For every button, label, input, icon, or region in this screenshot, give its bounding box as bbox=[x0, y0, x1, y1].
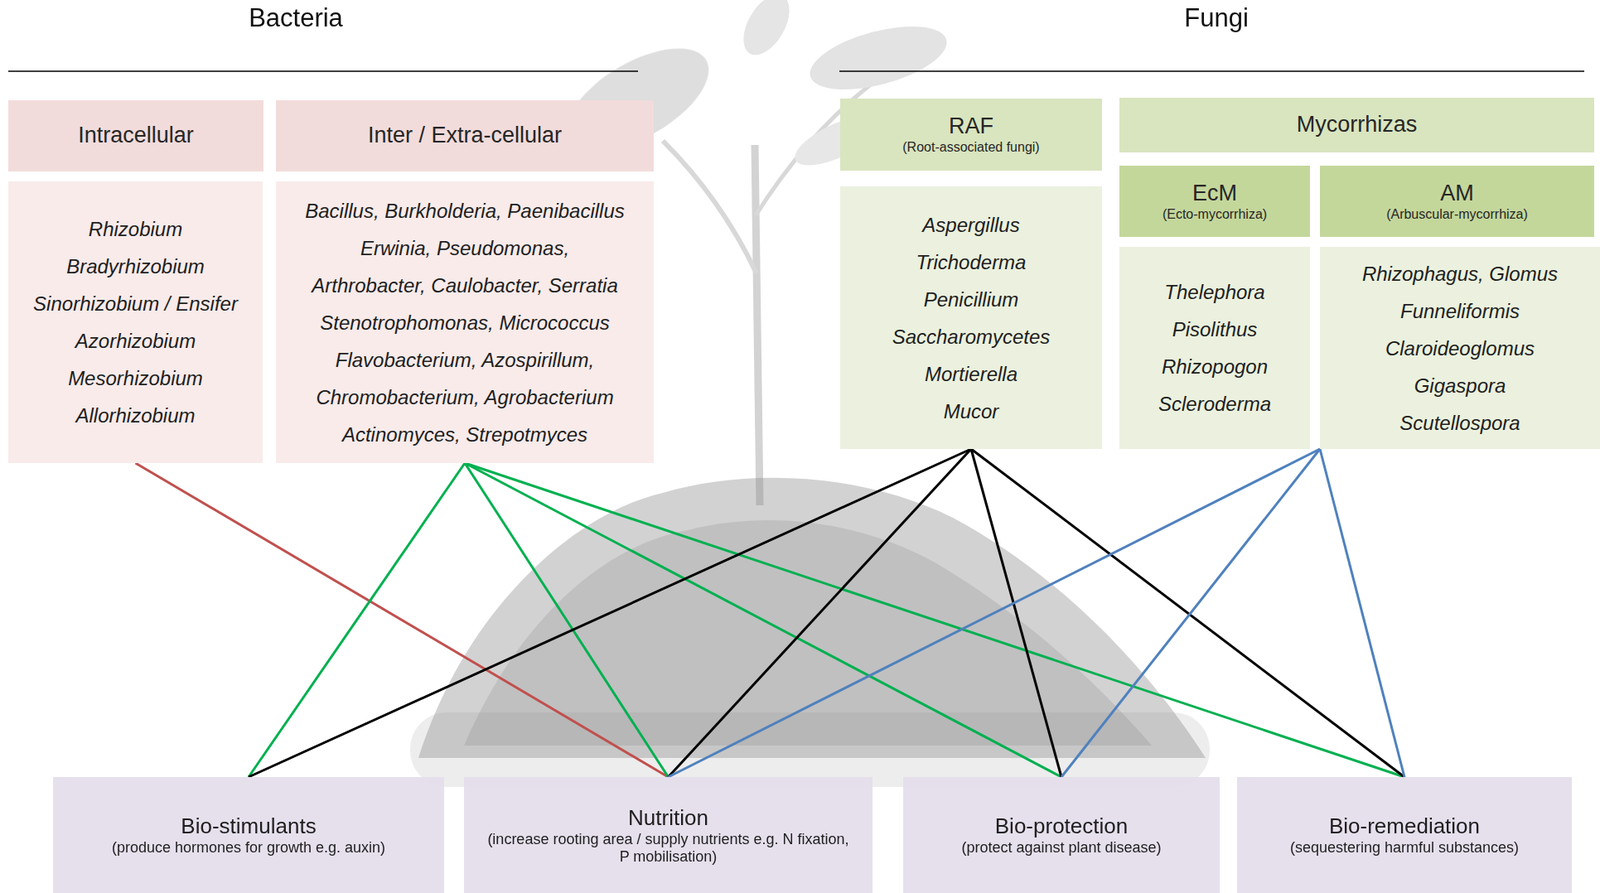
genus-name: Rhizobium bbox=[88, 210, 183, 248]
connector-line bbox=[135, 463, 669, 778]
genus-name: Flavobacterium, Azospirillum, bbox=[335, 341, 595, 379]
connector-line bbox=[1319, 449, 1405, 778]
function-box: Bio-remediation(sequestering harmful sub… bbox=[1237, 777, 1572, 893]
connector-line bbox=[668, 449, 972, 778]
function-title: Bio-protection bbox=[995, 813, 1128, 840]
genus-name: Trichoderma bbox=[916, 243, 1027, 281]
heading-text: Intracellular bbox=[77, 122, 194, 149]
subgroup-header: EcM(Ecto-mycorrhiza) bbox=[1119, 165, 1310, 237]
genus-name: Erwinia, Pseudomonas, bbox=[360, 229, 570, 267]
subheading-text: (Ecto-mycorrhiza) bbox=[1162, 206, 1267, 223]
function-box: Nutrition(increase rooting area / supply… bbox=[464, 777, 873, 893]
heading-text: RAF bbox=[948, 113, 994, 140]
genus-list: RhizobiumBradyrhizobiumSinorhizobium / E… bbox=[8, 181, 263, 464]
genus-name: Mesorhizobium bbox=[67, 359, 204, 397]
group-heading: Bacteria bbox=[171, 3, 421, 34]
genus-name: Scleroderma bbox=[1158, 385, 1272, 423]
heading-text: AM bbox=[1440, 180, 1475, 207]
subheading-text: (Arbuscular-mycorrhiza) bbox=[1386, 206, 1528, 223]
genus-name: Arthrobacter, Caulobacter, Serratia bbox=[311, 266, 619, 305]
genus-name: Chromobacterium, Agrobacterium bbox=[315, 378, 614, 416]
connector-line bbox=[1061, 449, 1320, 778]
heading-underline bbox=[8, 70, 639, 73]
function-description: (increase rooting area / supply nutrient… bbox=[480, 831, 856, 866]
genus-name: Aspergillus bbox=[922, 206, 1020, 244]
genus-name: Azorhizobium bbox=[75, 322, 196, 360]
genus-list: Bacillus, Burkholderia, PaenibacillusErw… bbox=[275, 181, 654, 464]
group-header: RAF(Root-associated fungi) bbox=[840, 98, 1103, 171]
function-box: Bio-protection(protect against plant dis… bbox=[903, 777, 1220, 893]
connector-line bbox=[464, 463, 1405, 778]
connector-line bbox=[248, 463, 465, 778]
genus-name: Stenotrophomonas, Micrococcus bbox=[319, 304, 610, 342]
genus-name: Scutellospora bbox=[1399, 404, 1520, 442]
group-header: Intracellular bbox=[8, 100, 264, 172]
group-header: Inter / Extra-cellular bbox=[275, 100, 654, 172]
connector-line bbox=[971, 449, 1062, 778]
genus-name: Funneliformis bbox=[1400, 292, 1520, 330]
subheading-text: (Root-associated fungi) bbox=[902, 139, 1040, 155]
function-description: (produce hormones for growth e.g. auxin) bbox=[111, 839, 386, 857]
subgroup-header: AM(Arbuscular-mycorrhiza) bbox=[1319, 165, 1595, 237]
genus-name: Saccharomycetes bbox=[892, 318, 1051, 356]
genus-name: Bacillus, Burkholderia, Paenibacillus bbox=[304, 192, 625, 230]
heading-text: Mycorrhizas bbox=[1296, 111, 1418, 138]
heading-text: EcM bbox=[1192, 180, 1238, 207]
connector-line bbox=[248, 449, 972, 778]
connector-line bbox=[668, 449, 1321, 778]
heading-text: Inter / Extra-cellular bbox=[367, 122, 562, 149]
genus-name: Pisolithus bbox=[1172, 310, 1258, 349]
genus-name: Gigaspora bbox=[1414, 367, 1507, 405]
genus-list: AspergillusTrichodermaPenicilliumSacchar… bbox=[840, 186, 1103, 450]
genus-list: ThelephoraPisolithusRhizopogonScleroderm… bbox=[1119, 246, 1310, 450]
group-heading: Fungi bbox=[1092, 3, 1341, 34]
function-box: Bio-stimulants(produce hormones for grow… bbox=[53, 777, 445, 893]
genus-name: Allorhizobium bbox=[75, 396, 195, 435]
heading-underline bbox=[839, 70, 1585, 73]
connector-line bbox=[464, 463, 669, 778]
genus-name: Rhizophagus, Glomus bbox=[1362, 255, 1558, 293]
genus-name: Bradyrhizobium bbox=[66, 247, 205, 286]
connector-line bbox=[971, 449, 1405, 778]
function-description: (protect against plant disease) bbox=[961, 839, 1161, 857]
genus-name: Sinorhizobium / Ensifer bbox=[33, 285, 238, 323]
genus-name: Claroideoglomus bbox=[1385, 329, 1535, 368]
group-header: Mycorrhizas bbox=[1119, 97, 1595, 153]
function-title: Nutrition bbox=[628, 805, 709, 832]
function-description: (sequestering harmful substances) bbox=[1290, 839, 1519, 857]
genus-name: Penicillium bbox=[923, 280, 1020, 319]
genus-name: Actinomyces, Strepotmyces bbox=[342, 415, 588, 454]
genus-name: Mucor bbox=[943, 392, 1000, 431]
genus-name: Mortierella bbox=[924, 355, 1018, 393]
genus-name: Thelephora bbox=[1164, 273, 1265, 311]
function-title: Bio-remediation bbox=[1329, 813, 1480, 840]
genus-name: Rhizopogon bbox=[1161, 348, 1268, 386]
function-title: Bio-stimulants bbox=[180, 813, 316, 840]
genus-list: Rhizophagus, GlomusFunneliformisClaroide… bbox=[1319, 246, 1600, 450]
